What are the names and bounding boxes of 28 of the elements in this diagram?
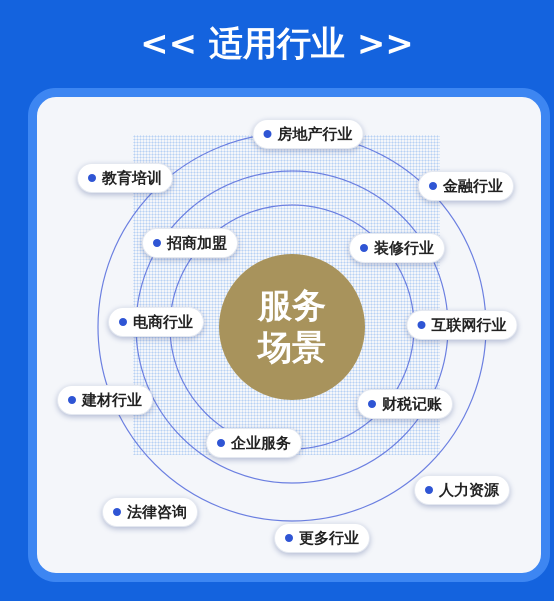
industry-pill — [406, 310, 518, 340]
pill-label: 财税记账 — [382, 394, 442, 414]
pill-label: 装修行业 — [374, 238, 434, 258]
industry-pill — [418, 171, 514, 201]
pill-label: 招商加盟 — [167, 233, 227, 253]
center-label: 服务场景 — [258, 285, 326, 369]
title: << 适用行业 >> — [139, 23, 415, 66]
pill-label: 更多行业 — [299, 528, 359, 548]
industry-pill — [206, 428, 302, 458]
industry-pill — [274, 523, 370, 553]
pill-label: 房地产行业 — [278, 124, 352, 144]
pill-label: 企业服务 — [231, 433, 291, 453]
pill-label: 金融行业 — [443, 176, 503, 196]
industry-pill — [77, 163, 173, 193]
industry-pill — [357, 389, 453, 419]
industry-pill — [414, 475, 510, 505]
industry-pill — [108, 307, 204, 337]
industry-pill — [57, 385, 153, 415]
pill-label: 教育培训 — [102, 168, 162, 188]
industry-pill — [252, 119, 364, 149]
pill-label: 人力资源 — [439, 480, 499, 500]
pill-label: 电商行业 — [133, 312, 193, 332]
pill-label: 法律咨询 — [127, 502, 187, 522]
industry-pill — [102, 497, 198, 527]
pill-label: 建材行业 — [82, 390, 142, 410]
industry-pill — [349, 233, 445, 263]
pill-label: 互联网行业 — [432, 315, 506, 335]
industry-pill — [142, 228, 238, 258]
